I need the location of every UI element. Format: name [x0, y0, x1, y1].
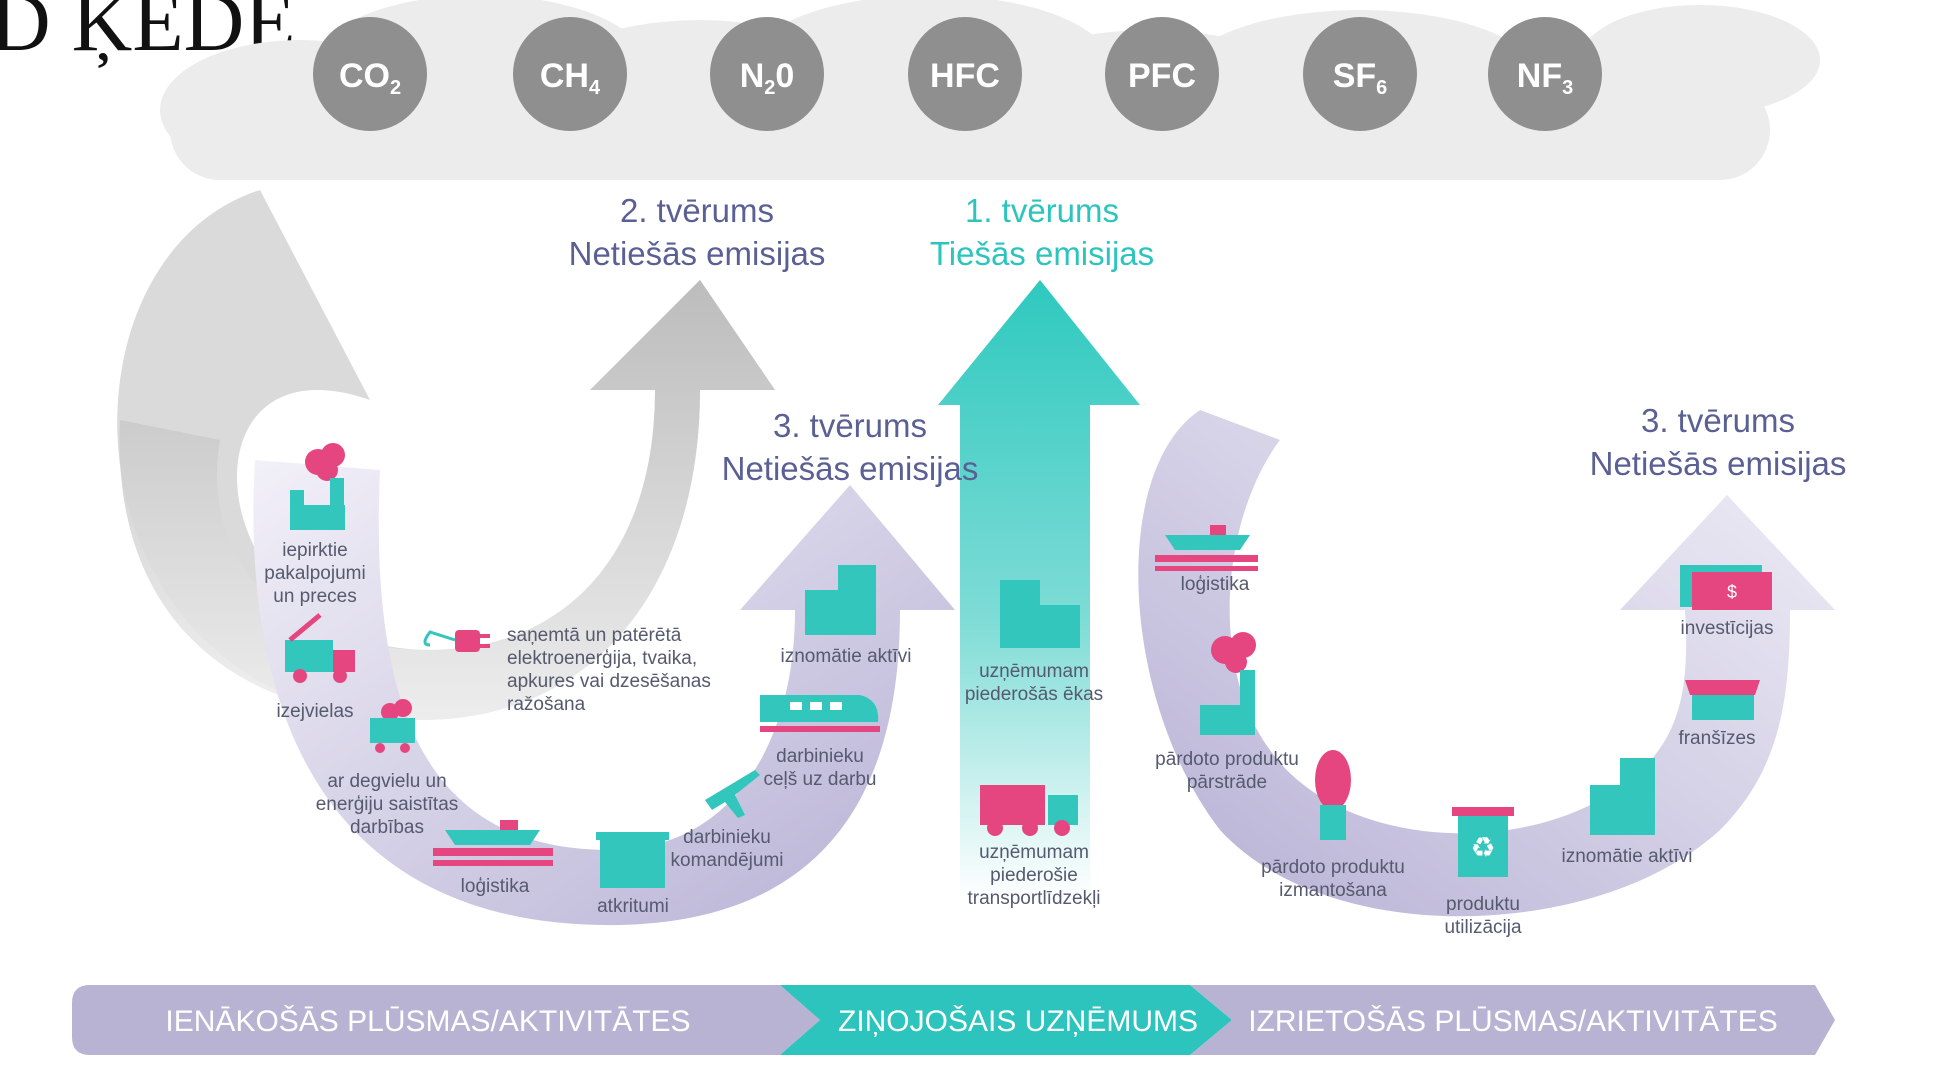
light-bulb-icon	[1315, 750, 1351, 840]
downstream-processing-label: pārstrāde	[1187, 772, 1267, 793]
gas-label: CH4	[540, 57, 601, 99]
gas-circle-3: N20	[710, 17, 824, 131]
company-buildings-label: uzņēmumam	[979, 661, 1089, 682]
downstream-disposal-label: produktu	[1446, 894, 1520, 915]
band-company[interactable]	[780, 985, 1232, 1055]
company-buildings-icon	[1000, 580, 1080, 648]
upstream-energy-label: ražošana	[507, 694, 586, 715]
upstream-energy-label: saņemtā un patērētā	[507, 625, 682, 646]
gas-label: SF6	[1333, 57, 1388, 99]
scope1-title-line1: 1. tvērums	[965, 192, 1119, 229]
truck-icon	[285, 613, 355, 683]
factory-icon	[290, 443, 345, 530]
gas-circle-4: HFC	[908, 17, 1022, 131]
gas-circle-1: CO2	[313, 17, 427, 131]
office-building-icon	[805, 565, 876, 635]
downstream-processing-label: pārdoto produktu	[1155, 749, 1299, 770]
scope3-downstream-title-line2: Netiešās emisijas	[1590, 445, 1847, 482]
upstream-logistics-label: loģistika	[461, 876, 530, 897]
scope3-downstream-title-line1: 3. tvērums	[1641, 402, 1795, 439]
band-downstream-label: IZRIETOŠĀS PLŪSMAS/AKTIVITĀTES	[1248, 1004, 1778, 1038]
gas-circles: CO2 CH4 N20 HFC PFC SF6 NF3	[313, 17, 1602, 131]
storefront-icon	[1685, 680, 1760, 720]
airplane-icon	[705, 770, 760, 818]
downstream-use-label: izmantošana	[1279, 880, 1387, 901]
ship-icon	[433, 820, 553, 866]
scope3-downstream-arrow	[1138, 410, 1835, 917]
value-chain-band: IENĀKOŠĀS PLŪSMAS/AKTIVITĀTES ZIŅOJOŠAIS…	[72, 985, 1835, 1055]
scope3-upstream-title-line2: Netiešās emisijas	[722, 450, 979, 487]
scope3-upstream-arrow	[253, 460, 955, 926]
gas-label: CO2	[339, 57, 401, 99]
upstream-waste-label: atkritumi	[597, 896, 669, 917]
mine-cart-icon	[370, 699, 415, 753]
upstream-commute-label: ceļš uz darbu	[763, 769, 876, 790]
company-vehicles-label: piederošie	[990, 865, 1078, 886]
svg-text:♻: ♻	[1470, 832, 1495, 863]
upstream-purchased-label: un preces	[273, 586, 356, 607]
plug-icon	[423, 630, 490, 652]
gas-circle-6: SF6	[1303, 17, 1417, 131]
band-company-label: ZIŅOJOŠAIS UZŅĒMUMS	[838, 1004, 1198, 1038]
gas-label: NF3	[1517, 57, 1573, 99]
upstream-raw-label: izejvielas	[276, 701, 353, 722]
gas-circle-2: CH4	[513, 17, 627, 131]
gas-circle-5: PFC	[1105, 17, 1219, 131]
company-vehicles-label: transportlīdzekļi	[967, 888, 1100, 909]
company-buildings-label: piederošās ēkas	[965, 684, 1103, 705]
svg-text:$: $	[1727, 582, 1737, 602]
scope3-upstream-title-line1: 3. tvērums	[773, 407, 927, 444]
scope2-title-line2: Netiešās emisijas	[569, 235, 826, 272]
upstream-fuel-label: enerģiju saistītas	[316, 794, 459, 815]
upstream-energy-label: elektroenerģija, tvaika,	[507, 648, 697, 669]
downstream-leased-label: iznomātie aktīvi	[1562, 846, 1693, 867]
company-vehicles-label: uzņēmumam	[979, 842, 1089, 863]
company-truck-icon	[980, 785, 1078, 836]
upstream-business_travel-label: darbinieku	[683, 827, 771, 848]
downstream-factory-icon	[1200, 632, 1256, 735]
money-icon: $	[1680, 565, 1772, 610]
train-icon	[760, 695, 880, 732]
gas-label: N20	[740, 57, 795, 99]
downstream-ship-icon	[1155, 525, 1258, 571]
gas-circle-7: NF3	[1488, 17, 1602, 131]
band-upstream-label: IENĀKOŠĀS PLŪSMAS/AKTIVITĀTES	[165, 1004, 690, 1038]
band-downstream[interactable]	[1190, 985, 1835, 1055]
upstream-business_travel-label: komandējumi	[671, 850, 784, 871]
scope1-title-line2: Tiešās emisijas	[930, 235, 1154, 272]
upstream-leased-label: iznomātie aktīvi	[781, 646, 912, 667]
gas-label: PFC	[1128, 57, 1196, 95]
upstream-energy-label: apkures vai dzesēšanas	[507, 671, 711, 692]
upstream-fuel-label: ar degvielu un	[327, 771, 446, 792]
upstream-purchased-label: iepirktie	[282, 540, 347, 561]
downstream-office-building-icon	[1590, 758, 1655, 835]
downstream-disposal-label: utilizācija	[1444, 917, 1522, 938]
downstream-use-label: pārdoto produktu	[1261, 857, 1405, 878]
scope2-title-line1: 2. tvērums	[620, 192, 774, 229]
downstream-investments-label: investīcijas	[1681, 618, 1774, 639]
downstream-franchises-label: franšīzes	[1678, 728, 1755, 749]
upstream-purchased-label: pakalpojumi	[264, 563, 365, 584]
gas-label: HFC	[930, 57, 1000, 95]
upstream-fuel-label: darbības	[350, 817, 424, 838]
band-upstream[interactable]	[72, 985, 820, 1055]
downstream-logistics-label: loģistika	[1181, 574, 1250, 595]
recycle-bin-icon: ♻	[1452, 807, 1514, 877]
upstream-commute-label: darbinieku	[776, 746, 864, 767]
dumpster-icon	[596, 832, 669, 888]
